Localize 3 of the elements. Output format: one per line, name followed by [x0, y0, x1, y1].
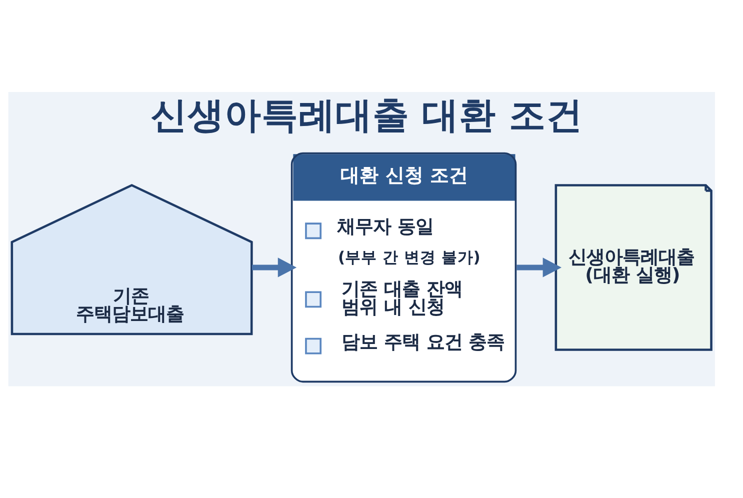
arrow	[252, 258, 297, 278]
arrow	[516, 258, 562, 278]
diagram-title: 신생아특례대출 대환 조건	[150, 94, 583, 137]
